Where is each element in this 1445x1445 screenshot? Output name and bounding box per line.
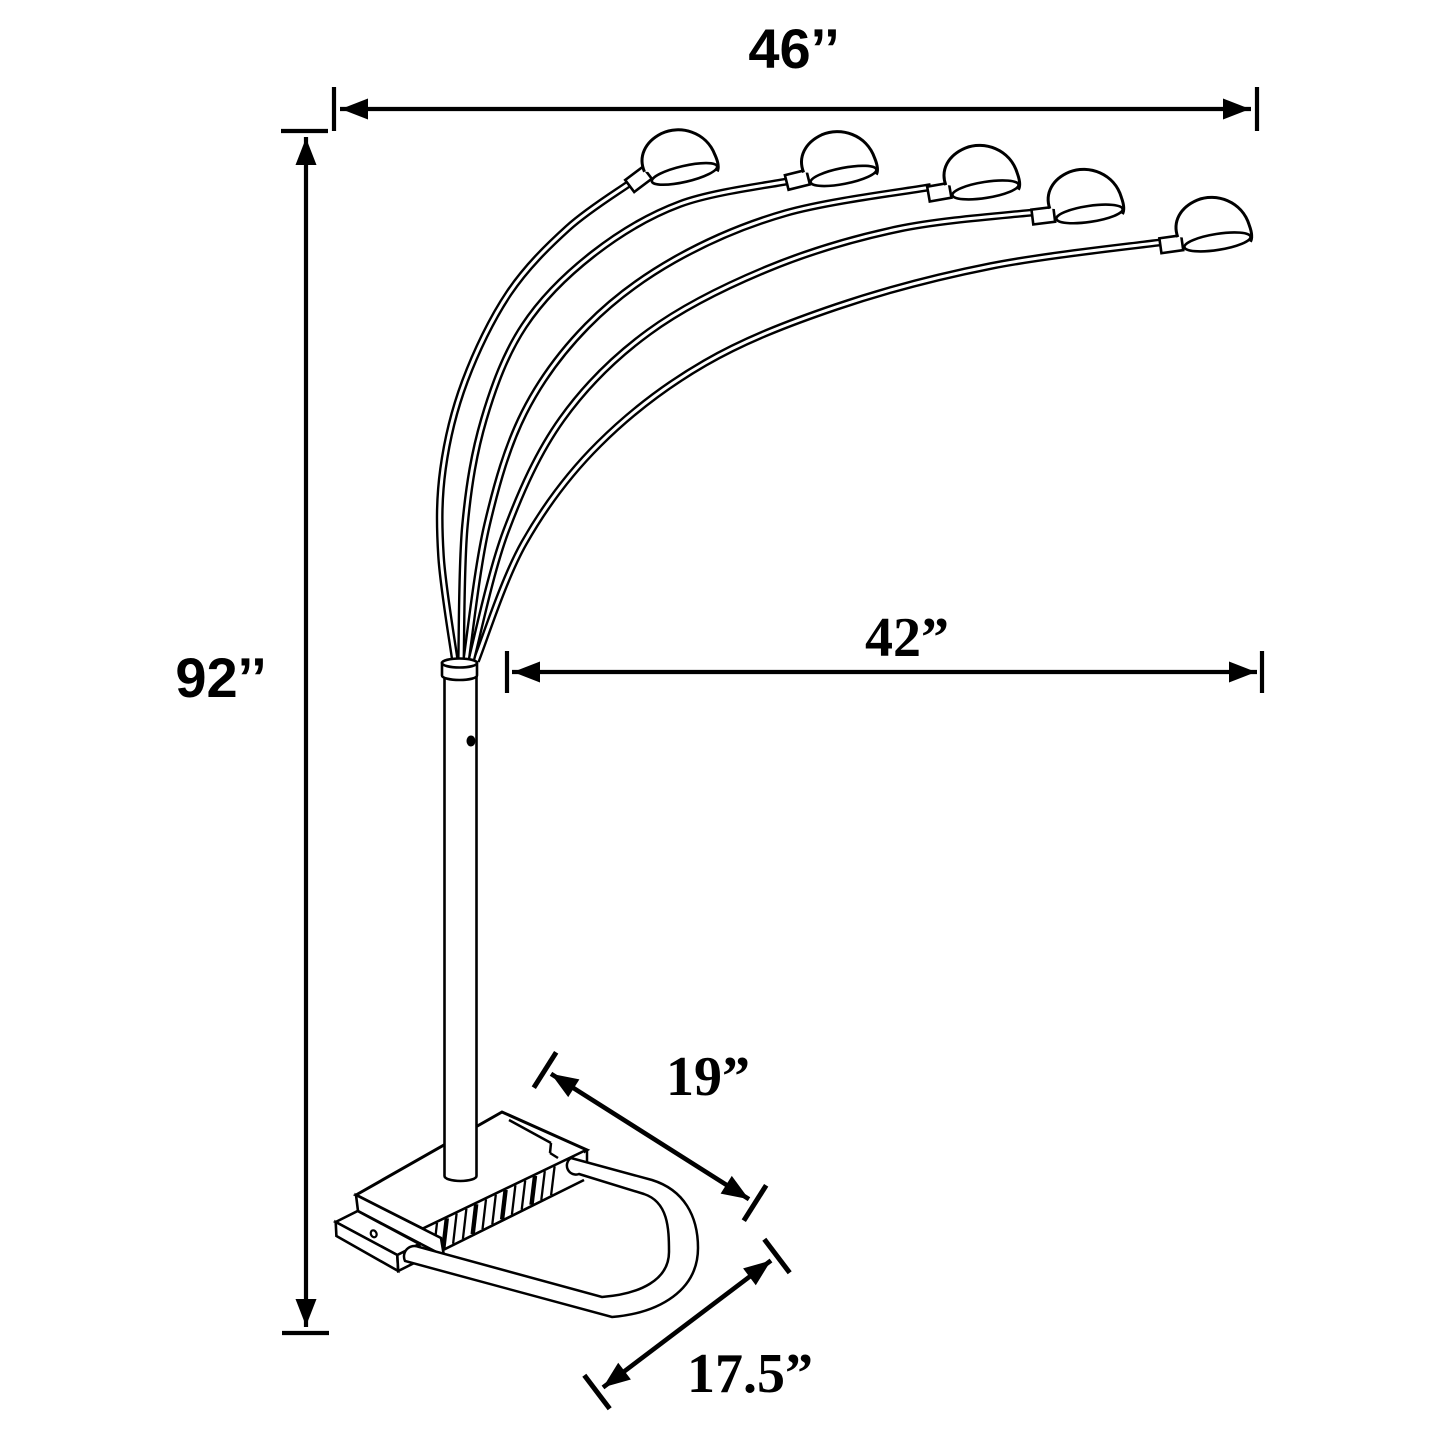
svg-text:19”: 19” — [666, 1046, 750, 1108]
svg-text:46’’: 46’’ — [748, 17, 839, 80]
svg-text:42”: 42” — [865, 607, 949, 669]
svg-text:17.5”: 17.5” — [687, 1343, 813, 1405]
svg-text:92’’: 92’’ — [175, 646, 266, 709]
